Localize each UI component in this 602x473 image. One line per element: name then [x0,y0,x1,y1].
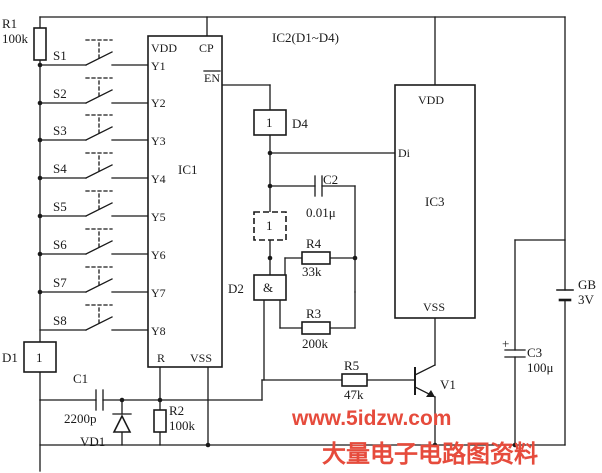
gate-d4: 1 D4 [253,109,308,136]
ic3-vdd-pin: VDD [418,93,444,107]
r2-value: 100k [169,418,196,433]
d3-symbol: 1 [266,218,273,233]
resistor-r2: R2 100k [153,403,196,433]
s7-label: S7 [53,275,67,290]
s6-label: S6 [53,237,67,252]
gb-value: 3V [578,292,595,307]
switch-s7: S7 [53,266,113,293]
switch-s3: S3 [53,114,113,141]
ic1-y4-pin: Y4 [151,172,166,186]
d1-label: D1 [2,350,18,365]
ic1-y1-pin: Y1 [151,59,166,73]
gate-d2: & D2 [228,274,287,301]
ic1-cp-pin: CP [199,41,214,55]
c1-value: 2200p [64,411,97,426]
s3-label: S3 [53,123,67,138]
gate-d1: 1 D1 [2,341,57,373]
v1-label: V1 [440,377,456,392]
capacitor-c1: C1 2200p [64,371,104,426]
diode-vd1: VD1 [80,413,132,449]
s4-label: S4 [53,161,67,176]
r3-value: 200k [302,336,329,351]
watermark: www.5idzw.com 大量电子电路图资料 [291,407,538,468]
s1-label: S1 [53,48,67,63]
ic1-label: IC1 [178,162,198,177]
resistor-r3: R3 200k [301,306,331,351]
d4-label: D4 [292,116,308,131]
junction-dots [37,62,518,448]
switch-s5: S5 [53,190,113,217]
c3-polarity: + [502,336,509,351]
c1-label: C1 [73,371,88,386]
switch-s2: S2 [53,77,113,104]
vd1-label: VD1 [80,434,105,449]
ic3-label: IC3 [425,194,445,209]
switches: S1 S2 S3 S4 S5 [53,39,113,331]
en-label: EN [204,71,220,85]
c3-value: 100μ [527,360,554,375]
ic2-label: IC2(D1~D4) [272,30,339,45]
r2-label: R2 [169,403,184,418]
ic1-y8-pin: Y8 [151,324,166,338]
transistor-v1: V1 [414,364,456,398]
d2-label: D2 [228,281,244,296]
d1-symbol: 1 [36,350,43,365]
switch-s8: S8 [53,304,113,331]
ic1-y3-pin: Y3 [151,134,166,148]
s5-label: S5 [53,199,67,214]
ic1-vdd-pin: VDD [151,41,177,55]
gb-label: GB [578,277,596,292]
ic1-chip: VDD CP Y1 Y2 Y3 Y4 Y5 Y6 Y7 Y8 IC1 R VSS [147,35,223,368]
switch-s1: S1 [53,39,113,66]
switch-s6: S6 [53,228,113,255]
ic3-di-pin: Di [398,146,411,160]
ic1-y6-pin: Y6 [151,248,166,262]
ic1-r-pin: R [157,351,165,365]
c2-value: 0.01μ [306,205,336,220]
s2-label: S2 [53,86,67,101]
gate-d3: 1 [253,211,287,241]
r4-value: 33k [302,264,322,279]
ic3-chip: VDD Di IC3 VSS [394,84,476,319]
ic1-vss-pin: VSS [190,351,212,365]
d2-symbol: & [263,280,273,295]
battery-gb: GB 3V [556,277,596,307]
ic1-y5-pin: Y5 [151,210,166,224]
d4-symbol: 1 [266,115,273,130]
switch-s4: S4 [53,152,113,179]
ic1-y2-pin: Y2 [151,96,166,110]
resistor-r1: R1 100k [2,16,47,61]
r1-label: R1 [2,16,17,31]
capacitor-c3: + C3 100μ [502,336,554,375]
s8-label: S8 [53,313,67,328]
switch-rows [39,64,149,331]
wiring [39,16,566,472]
capacitor-c2: C2 0.01μ [306,172,338,220]
r1-value: 100k [2,31,29,46]
watermark-url: www.5idzw.com [291,407,451,430]
watermark-caption: 大量电子电路图资料 [322,440,538,468]
ic1-y7-pin: Y7 [151,286,166,300]
c3-label: C3 [527,345,542,360]
resistor-r5: R5 47k [341,358,368,402]
r4-label: R4 [306,236,322,251]
r5-value: 47k [344,387,364,402]
c2-label: C2 [323,172,338,187]
r5-label: R5 [344,358,359,373]
resistor-r4: R4 33k [301,236,331,279]
r3-label: R3 [306,306,321,321]
ic3-vss-pin: VSS [423,300,445,314]
